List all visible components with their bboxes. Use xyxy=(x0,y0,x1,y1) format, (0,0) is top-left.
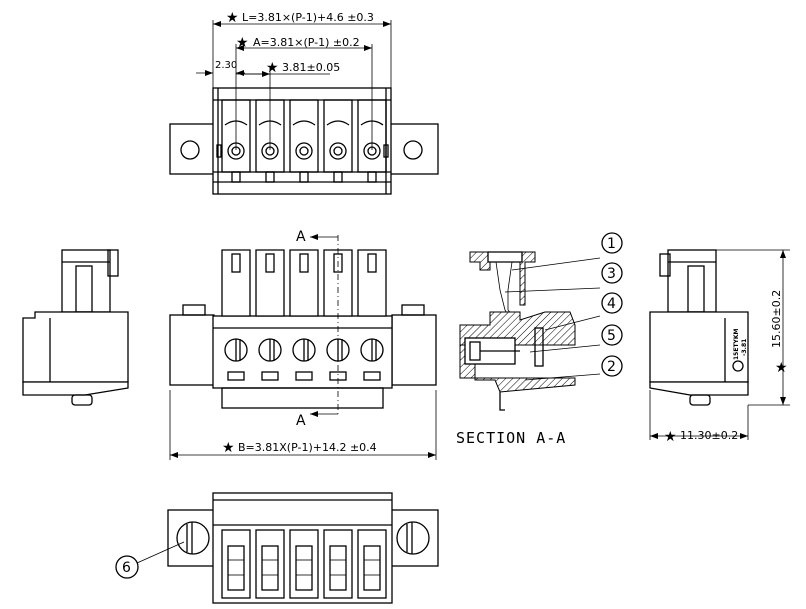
callout-3: 3 xyxy=(607,266,616,282)
dim-star-height: ★ xyxy=(775,360,788,376)
front-housings xyxy=(213,249,392,329)
dim-A: A=3.81×(P-1) ±0.2 xyxy=(253,36,360,49)
right-side-view: 15EТYKM -3.81 15.60±0.2 ★ ★ 11.30±0.2 xyxy=(649,249,790,445)
dim-star-L: ★ xyxy=(226,10,239,26)
section-view: 1 3 4 5 2 SECTION A-A xyxy=(456,232,623,447)
front-left-flange xyxy=(169,314,215,386)
dim-star-depth: ★ xyxy=(664,429,677,445)
front-view: A A ★ B=3.81X(P-1)+14.2 ±0.4 xyxy=(169,229,437,460)
front-right-flange xyxy=(391,314,437,386)
callout-bubble-3 xyxy=(601,262,623,284)
callout-4: 4 xyxy=(607,296,616,312)
callout-6: 6 xyxy=(122,560,131,576)
callout-bubble-5 xyxy=(601,324,623,346)
side-label-line2: -3.81 xyxy=(741,339,748,356)
callout-1: 1 xyxy=(607,236,616,252)
callout-5: 5 xyxy=(607,328,616,344)
dim-star-A: ★ xyxy=(236,35,249,51)
left-flange-hole xyxy=(180,140,200,160)
dim-offset: 2.30 xyxy=(215,60,237,71)
callout-bubble-2 xyxy=(601,355,623,377)
section-title: SECTION A-A xyxy=(456,429,566,447)
callout-2: 2 xyxy=(607,359,616,375)
callout-bubble-6 xyxy=(115,555,139,579)
dim-pitch: 3.81±0.05 xyxy=(282,61,340,74)
front-screws xyxy=(224,338,384,381)
right-flange-hole xyxy=(403,140,423,160)
callout-bubble-4 xyxy=(601,292,623,314)
top-body xyxy=(212,87,392,195)
section-marker-top: A xyxy=(296,229,306,245)
left-side-view xyxy=(22,249,129,406)
dim-L: L=3.81×(P-1)+4.6 ±0.3 xyxy=(242,11,374,24)
bottom-view: 6 xyxy=(115,492,439,604)
dim-depth: 11.30±0.2 xyxy=(680,429,738,442)
section-marker-bottom: A xyxy=(296,413,306,429)
dim-height: 15.60±0.2 xyxy=(770,290,783,348)
dim-star-pitch: ★ xyxy=(266,60,279,76)
right-flange xyxy=(389,123,439,175)
side-label-line1: 15EТYKM xyxy=(733,328,740,360)
top-view: ★ L=3.81×(P-1)+4.6 ±0.3 ★ A=3.81×(P-1) ±… xyxy=(169,10,439,195)
dim-star-B: ★ xyxy=(222,440,235,456)
left-flange xyxy=(169,123,219,175)
dim-B: B=3.81X(P-1)+14.2 ±0.4 xyxy=(238,441,377,454)
callout-bubble-1 xyxy=(601,232,623,254)
